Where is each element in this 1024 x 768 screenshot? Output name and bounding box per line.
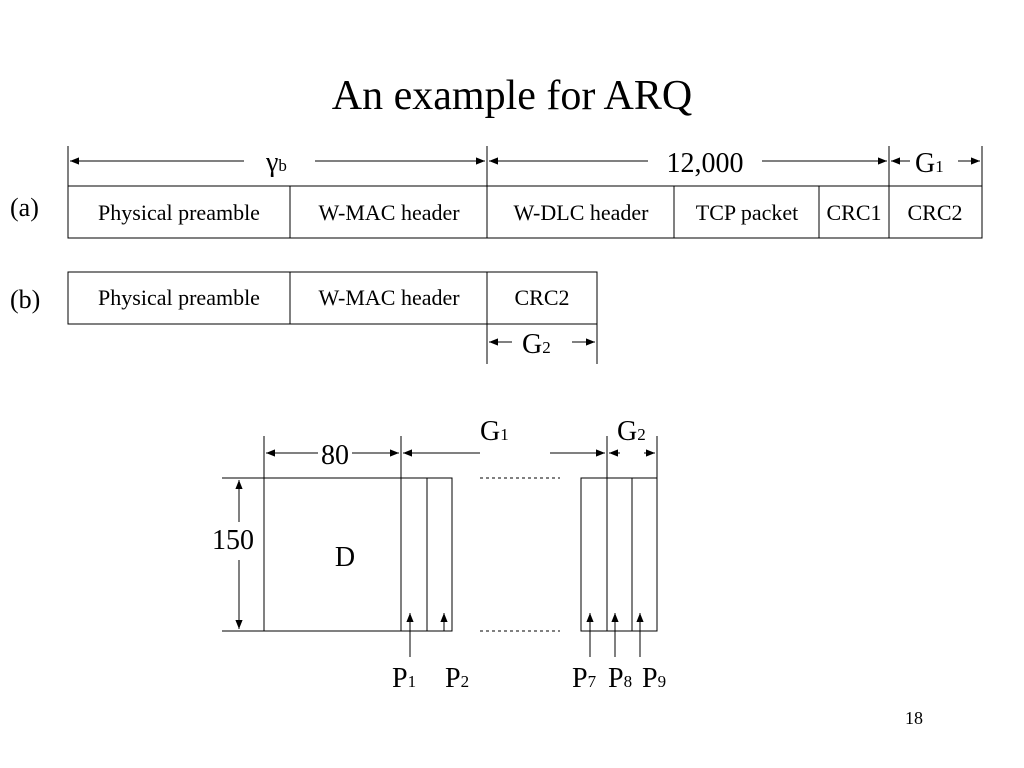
- cell-crc2: CRC2: [907, 200, 962, 225]
- cell-wmac-header: W-MAC header: [318, 200, 460, 225]
- cell-wmac-header: W-MAC header: [318, 285, 460, 310]
- g1-label: G1: [480, 416, 509, 447]
- height-label: 150: [212, 525, 254, 556]
- data-label: D: [335, 542, 355, 573]
- parity-block-end: [580, 477, 658, 632]
- parity-label-1: P1: [392, 663, 416, 694]
- slide-title: An example for ARQ: [331, 73, 693, 119]
- payload-size-label: 12,000: [667, 148, 744, 179]
- g2-label: G2: [522, 329, 551, 360]
- row-label-b: (b): [10, 285, 41, 314]
- cell-tcp-packet: TCP packet: [696, 200, 798, 225]
- page-number: 18: [905, 708, 923, 728]
- cell-wdlc-header: W-DLC header: [514, 200, 650, 225]
- packet-b-box: [67, 271, 598, 325]
- packet-a-box: [67, 185, 983, 239]
- packet-b: [67, 271, 598, 364]
- frame-labels: 80 150 D G1 G2 P1 P2 P7 P8 P9: [212, 416, 666, 694]
- packet-a-labels: Physical preamble W-MAC header W-DLC hea…: [98, 147, 962, 225]
- cell-physical-preamble: Physical preamble: [98, 285, 260, 310]
- parity-label-7: P7: [572, 663, 597, 694]
- parity-label-9: P9: [642, 663, 666, 694]
- cell-crc1: CRC1: [826, 200, 881, 225]
- frame-diagram: [222, 436, 658, 657]
- parity-label-2: P2: [445, 663, 469, 694]
- gamma-b-label: γb: [265, 147, 287, 178]
- cell-physical-preamble: Physical preamble: [98, 200, 260, 225]
- cell-crc2: CRC2: [514, 285, 569, 310]
- parity-label-8: P8: [608, 663, 632, 694]
- data-block: [263, 477, 453, 632]
- width-label: 80: [321, 440, 349, 471]
- g1-label: G1: [915, 148, 944, 179]
- g2-label: G2: [617, 416, 646, 447]
- packet-a: [67, 146, 983, 239]
- row-label-a: (a): [10, 193, 39, 222]
- packet-b-labels: Physical preamble W-MAC header CRC2 G2: [98, 285, 569, 360]
